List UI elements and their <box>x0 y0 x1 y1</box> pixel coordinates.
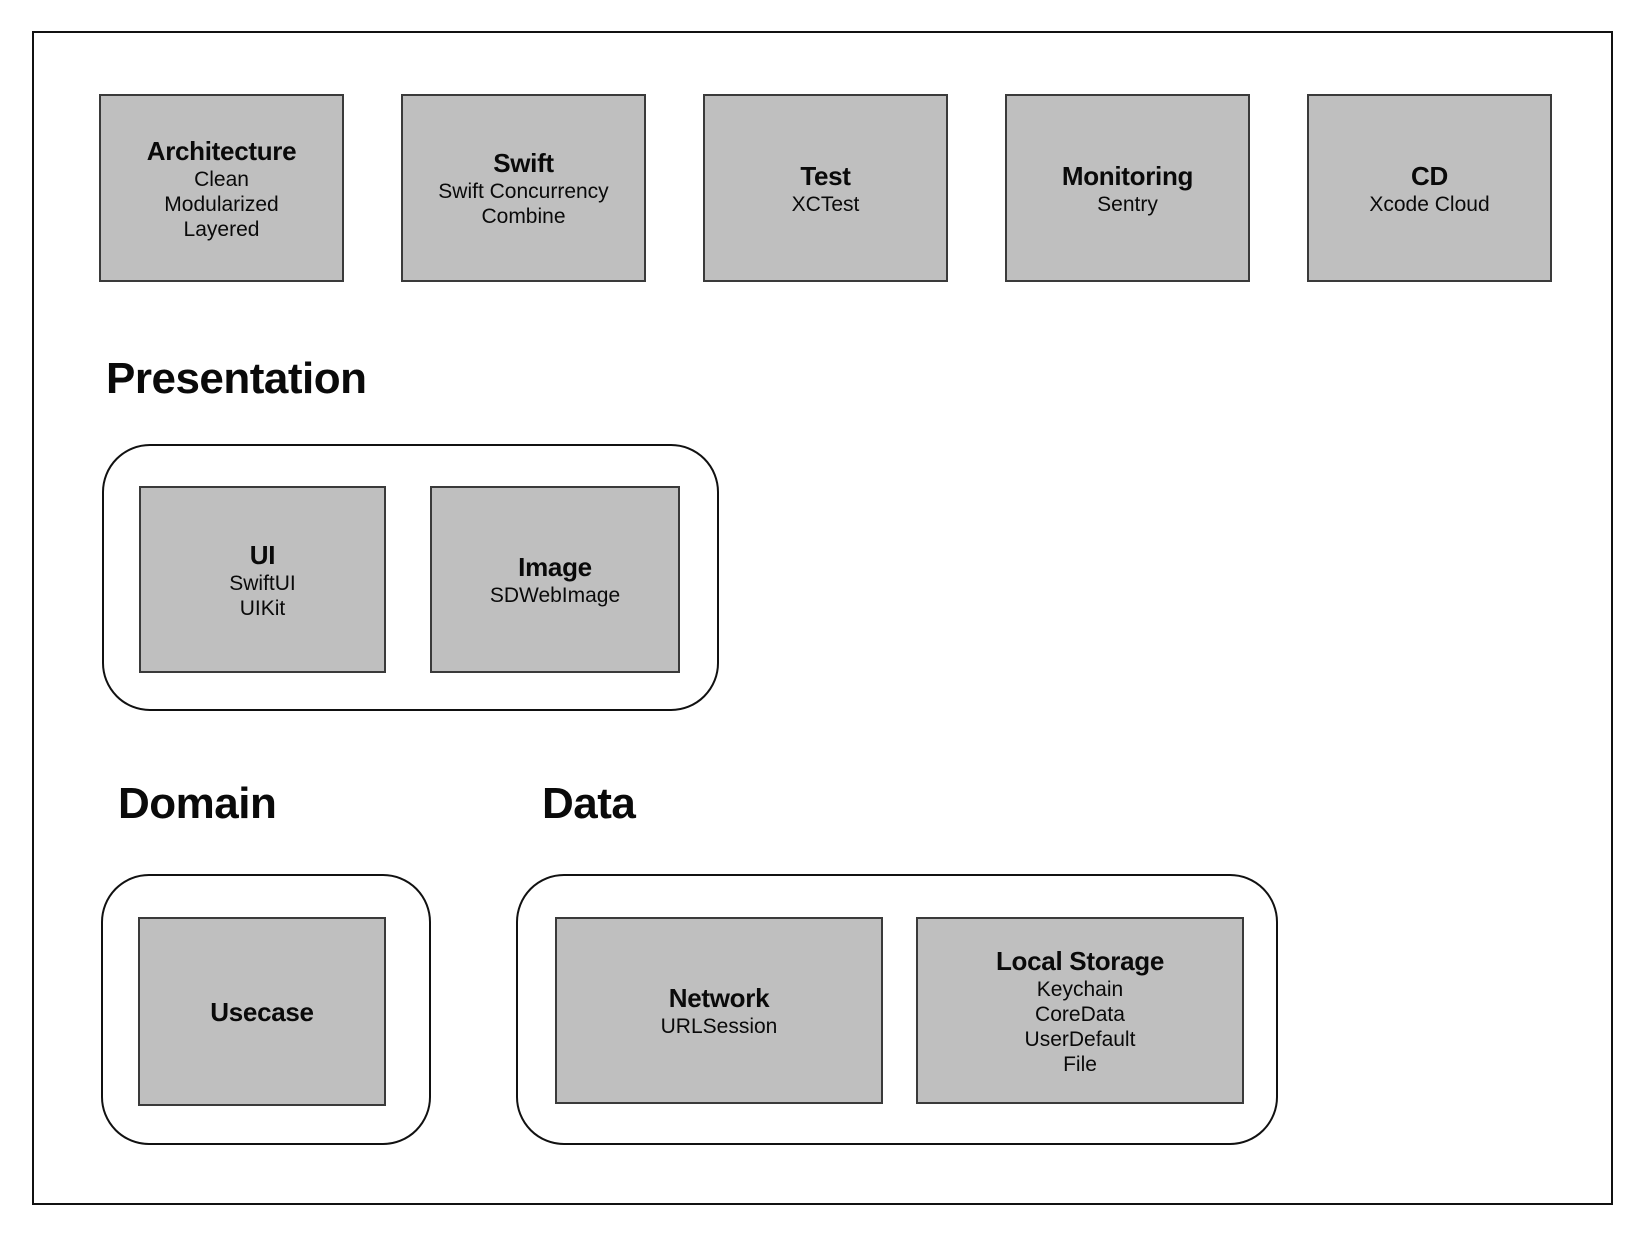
box-swift-item: Combine <box>481 205 566 228</box>
box-local-storage-title: Local Storage <box>995 945 1165 976</box>
box-image-item: SDWebImage <box>489 584 621 607</box>
box-usecase-title: Usecase <box>210 996 314 1027</box>
domain-section-title: Domain <box>118 779 277 828</box>
box-cd-title: CD <box>1411 160 1448 191</box>
box-local-storage-item: Keychain <box>1036 977 1124 1001</box>
box-local-storage-item: File <box>1063 1052 1097 1076</box>
box-architecture-title: Architecture <box>146 135 297 166</box>
box-architecture-item: Modularized <box>164 192 279 216</box>
box-architecture-item: Layered <box>183 217 260 241</box>
box-test: Test XCTest <box>703 94 948 282</box>
box-architecture-item: Clean <box>194 167 249 191</box>
box-image-title: Image <box>518 552 592 582</box>
box-swift-item: Swift Concurrency <box>438 180 609 203</box>
box-test-title: Test <box>800 160 851 191</box>
box-network: Network URLSession <box>555 917 883 1104</box>
box-cd: CD Xcode Cloud <box>1307 94 1552 282</box>
box-monitoring: Monitoring Sentry <box>1005 94 1250 282</box>
box-usecase: Usecase <box>138 917 386 1106</box>
data-layer-container: Network URLSession Local Storage Keychai… <box>516 874 1278 1145</box>
box-cd-item: Xcode Cloud <box>1369 192 1490 216</box>
data-section-title: Data <box>542 779 636 828</box>
presentation-layer-container: UI SwiftUI UIKit Image SDWebImage <box>102 444 719 711</box>
box-local-storage-item: CoreData <box>1035 1002 1125 1026</box>
box-swift: Swift Swift Concurrency Combine <box>401 94 646 282</box>
box-ui: UI SwiftUI UIKit <box>139 486 386 673</box>
box-ui-item: SwiftUI <box>229 571 296 595</box>
box-network-item: URLSession <box>660 1015 778 1038</box>
box-local-storage: Local Storage Keychain CoreData UserDefa… <box>916 917 1244 1104</box>
box-image: Image SDWebImage <box>430 486 680 673</box>
domain-layer-container: Usecase <box>101 874 431 1145</box>
presentation-section-title: Presentation <box>106 354 367 403</box>
box-network-title: Network <box>668 983 770 1013</box>
box-monitoring-item: Sentry <box>1097 192 1158 216</box>
diagram-outer-frame: Architecture Clean Modularized Layered S… <box>32 31 1613 1205</box>
box-ui-title: UI <box>249 539 276 570</box>
box-local-storage-item: UserDefault <box>1024 1027 1136 1051</box>
box-test-item: XCTest <box>791 192 860 216</box>
box-architecture: Architecture Clean Modularized Layered <box>99 94 344 282</box>
top-boxes-row: Architecture Clean Modularized Layered S… <box>99 94 1552 282</box>
box-ui-item: UIKit <box>239 596 286 620</box>
box-monitoring-title: Monitoring <box>1061 160 1194 191</box>
box-swift-title: Swift <box>493 148 554 178</box>
